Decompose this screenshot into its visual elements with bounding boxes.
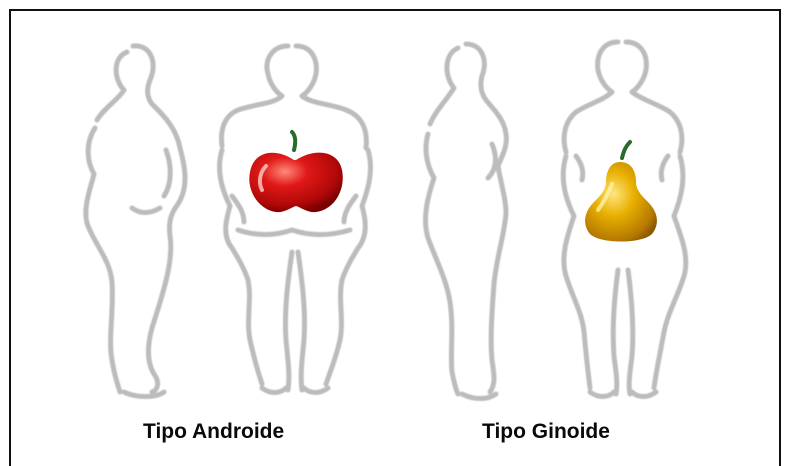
gynoid-type-label: Tipo Ginoide bbox=[482, 420, 610, 444]
android-type-label: Tipo Androide bbox=[143, 420, 284, 444]
android-front-silhouette bbox=[220, 46, 371, 393]
android-side-silhouette bbox=[86, 46, 185, 397]
apple-icon bbox=[249, 132, 342, 212]
gynoid-side-silhouette bbox=[426, 44, 507, 399]
pear-icon bbox=[585, 142, 657, 242]
